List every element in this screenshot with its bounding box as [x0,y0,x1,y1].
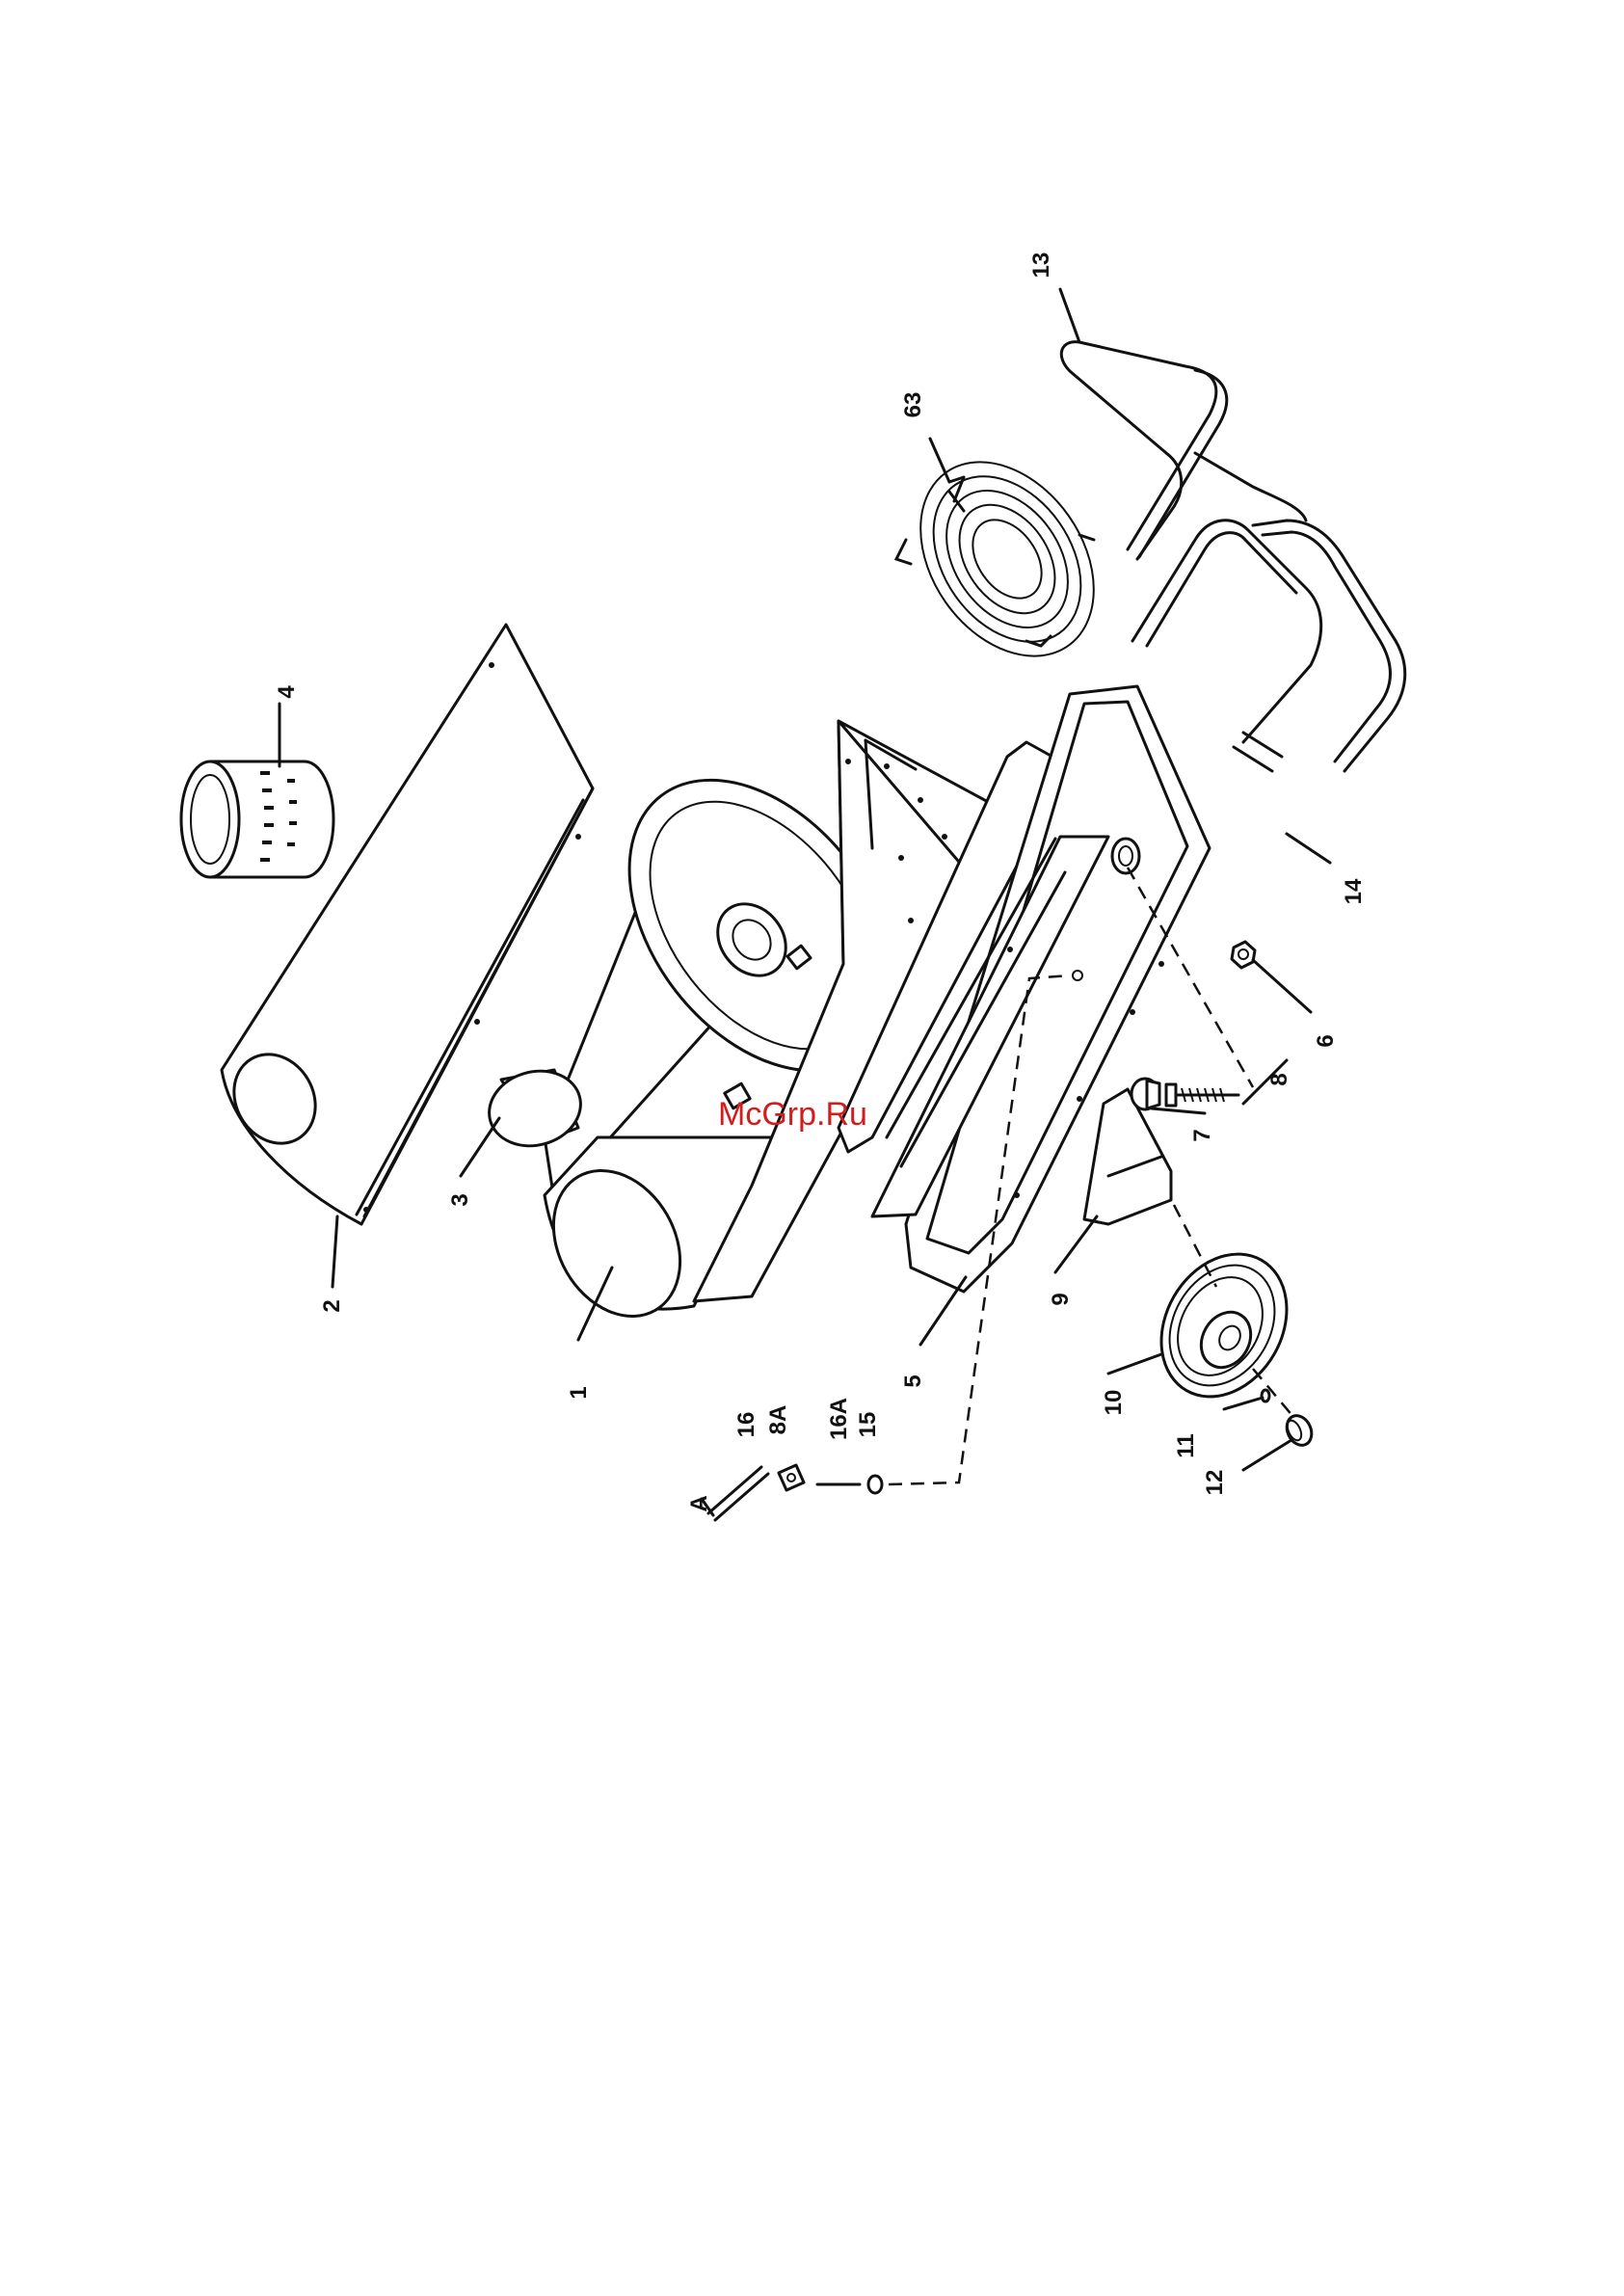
callout-6: 6 [1313,1034,1339,1047]
callout-8: 8 [1266,1073,1292,1085]
callout-8a: 8A [765,1405,791,1435]
callout-2: 2 [319,1299,345,1312]
part-13-upper-handle [1061,342,1306,559]
callout-9: 9 [1048,1293,1074,1305]
callout-16a: 16A [826,1398,852,1440]
callout-1: 1 [566,1386,592,1399]
callout-3: 3 [447,1193,473,1206]
part-11-clip [1262,1390,1269,1402]
callout-10: 10 [1101,1390,1127,1416]
part-8a-fitting [779,1465,804,1490]
callout-13: 13 [1028,253,1054,279]
callout-12: 12 [1202,1470,1228,1496]
part-16-tube [708,1467,768,1520]
part-6-nut [1232,942,1255,968]
callout-5: 5 [900,1375,926,1387]
callout-4: 4 [274,685,300,699]
callout-16: 16 [733,1412,759,1438]
callout-14: 14 [1341,878,1367,904]
callout-11: 11 [1173,1433,1199,1457]
callout-a: A [686,1495,712,1511]
callout-15: 15 [855,1412,881,1438]
part-14-lower-handle [1132,521,1405,771]
watermark-text: McGrp.Ru [718,1096,867,1133]
part-10-wheel [1136,1231,1312,1419]
part-63-fan-guard [885,429,1130,689]
part-8-screw [1166,1084,1238,1106]
part-4-flue-collar [181,761,333,877]
part-15-washer [868,1476,882,1493]
callout-63: 63 [900,392,926,418]
callout-7: 7 [1189,1129,1215,1141]
part-7-foot [1131,1079,1159,1109]
